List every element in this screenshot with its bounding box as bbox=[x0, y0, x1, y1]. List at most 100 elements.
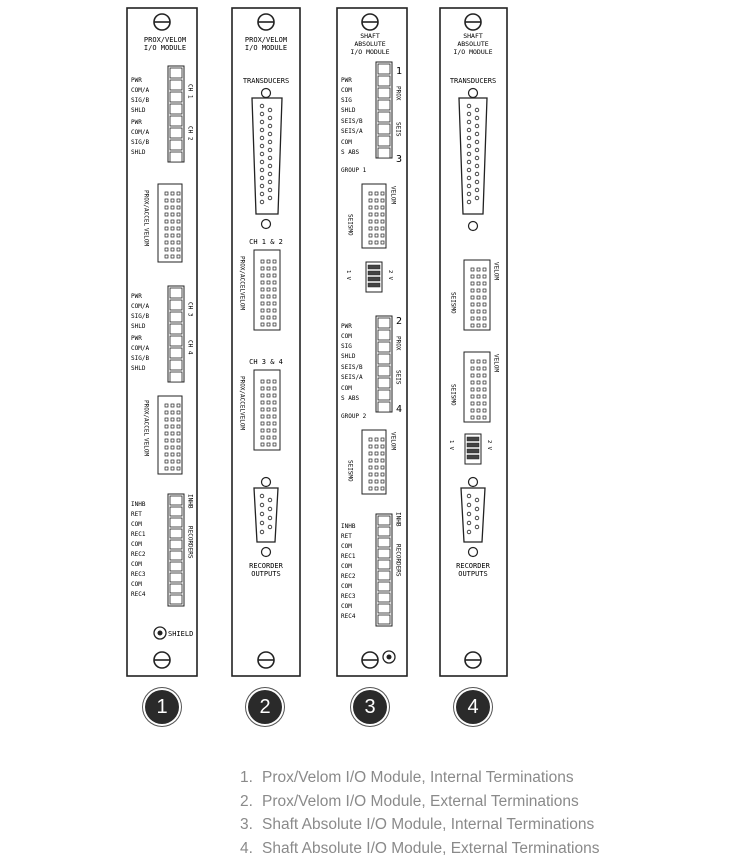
connector-pin bbox=[381, 438, 384, 441]
connector-pin bbox=[477, 409, 480, 412]
connector-pin bbox=[381, 241, 384, 244]
terminal-cell bbox=[170, 128, 182, 138]
connector-pin bbox=[375, 199, 378, 202]
terminal-label: COM/A bbox=[131, 129, 149, 136]
connector-pin bbox=[483, 374, 486, 377]
connector-pin bbox=[471, 388, 474, 391]
connector-pin bbox=[273, 288, 276, 291]
terminal-cell bbox=[378, 330, 390, 340]
seismo-side-label: SEISMO bbox=[347, 460, 354, 482]
mount-hole-icon bbox=[262, 478, 271, 487]
connector-pin bbox=[177, 467, 180, 470]
terminal-cell bbox=[170, 300, 182, 310]
terminal-cell bbox=[378, 571, 390, 580]
connector-pin bbox=[273, 415, 276, 418]
connector-pin bbox=[273, 260, 276, 263]
db-pin bbox=[260, 152, 264, 156]
connector-pin bbox=[375, 234, 378, 237]
connector-pin bbox=[261, 408, 264, 411]
bottom-screw-icon bbox=[362, 652, 378, 668]
connector-pin bbox=[471, 289, 474, 292]
top-screw-icon bbox=[362, 14, 378, 30]
bottom-screw-icon bbox=[465, 652, 481, 668]
connector-pin bbox=[483, 324, 486, 327]
connector-pin bbox=[267, 302, 270, 305]
velom-side-label: VELOM bbox=[390, 432, 397, 450]
connector-pin bbox=[375, 438, 378, 441]
connector-pin bbox=[171, 404, 174, 407]
legend-number: 4. bbox=[240, 837, 262, 860]
db-pin bbox=[475, 108, 479, 112]
db-pin bbox=[268, 188, 272, 192]
connector-pin bbox=[381, 473, 384, 476]
connector-pin bbox=[471, 282, 474, 285]
rec-label: REC4 bbox=[341, 613, 356, 620]
connector-pin bbox=[261, 260, 264, 263]
terminal-label: COM/A bbox=[131, 303, 149, 310]
velom-side-label: VELOM bbox=[493, 354, 500, 372]
terminal-cell bbox=[378, 538, 390, 547]
db-pin bbox=[475, 507, 479, 511]
group-label: GROUP 2 bbox=[341, 413, 367, 420]
rec-label: COM bbox=[131, 541, 142, 548]
connector-pin bbox=[471, 317, 474, 320]
panel-title-line: I/O MODULE bbox=[245, 44, 287, 52]
channel-label: CH 2 bbox=[187, 126, 194, 141]
connector-pin bbox=[483, 275, 486, 278]
dip-switch-lever bbox=[467, 437, 479, 441]
connector-pin bbox=[375, 227, 378, 230]
channel-pair-label: CH 1 & 2 bbox=[249, 238, 283, 246]
db25-connector-icon bbox=[459, 98, 487, 214]
connector-pin bbox=[471, 416, 474, 419]
connector-pin bbox=[369, 452, 372, 455]
terminal-label: COM bbox=[341, 333, 352, 340]
channel-pair-label: CH 3 & 4 bbox=[249, 358, 283, 366]
connector-pin bbox=[165, 418, 168, 421]
terminal-label: PWR bbox=[131, 335, 142, 342]
connector-pin bbox=[261, 267, 264, 270]
db-pin bbox=[268, 108, 272, 112]
legend-number: 3. bbox=[240, 813, 262, 837]
connector-pin bbox=[483, 409, 486, 412]
db-pin bbox=[475, 196, 479, 200]
connector-pin bbox=[477, 317, 480, 320]
top-screw-icon bbox=[465, 14, 481, 30]
db-pin bbox=[467, 144, 471, 148]
connector-pin bbox=[381, 466, 384, 469]
connector-pin bbox=[171, 460, 174, 463]
connector-pin bbox=[165, 192, 168, 195]
connector-pin bbox=[483, 289, 486, 292]
connector-pin bbox=[261, 380, 264, 383]
terminal-label: PWR bbox=[341, 323, 352, 330]
connector-pin bbox=[261, 302, 264, 305]
db-pin bbox=[467, 192, 471, 196]
db-pin bbox=[475, 140, 479, 144]
group-number: 2 bbox=[396, 316, 402, 327]
db-pin bbox=[268, 148, 272, 152]
terminal-cell bbox=[378, 390, 390, 400]
connector-pin bbox=[177, 192, 180, 195]
terminal-cell bbox=[170, 360, 182, 370]
connector-pin bbox=[267, 429, 270, 432]
module-number-badge: 3 bbox=[353, 690, 387, 724]
terminal-label: COM/A bbox=[131, 345, 149, 352]
connector-pin bbox=[267, 415, 270, 418]
connector-pin bbox=[369, 466, 372, 469]
connector-pin bbox=[471, 268, 474, 271]
db-pin bbox=[467, 521, 471, 525]
legend-text: Prox/Velom I/O Module, External Terminat… bbox=[262, 793, 579, 810]
terminal-cell bbox=[378, 100, 390, 110]
connector-pin bbox=[483, 310, 486, 313]
switch-label: 1 V bbox=[345, 270, 351, 281]
connector-pin bbox=[273, 302, 276, 305]
db-pin bbox=[475, 164, 479, 168]
side-label: PROX/ACCEL bbox=[143, 190, 150, 227]
inhb-side-label: INHB bbox=[187, 494, 194, 509]
connector-pin bbox=[261, 288, 264, 291]
connector-pin bbox=[471, 303, 474, 306]
velom-side-label: VELOM bbox=[493, 262, 500, 280]
recorders-side-label: RECORDERS bbox=[395, 544, 402, 577]
connector-pin bbox=[483, 268, 486, 271]
terminal-label: SHLD bbox=[131, 323, 146, 330]
connector-pin bbox=[267, 422, 270, 425]
